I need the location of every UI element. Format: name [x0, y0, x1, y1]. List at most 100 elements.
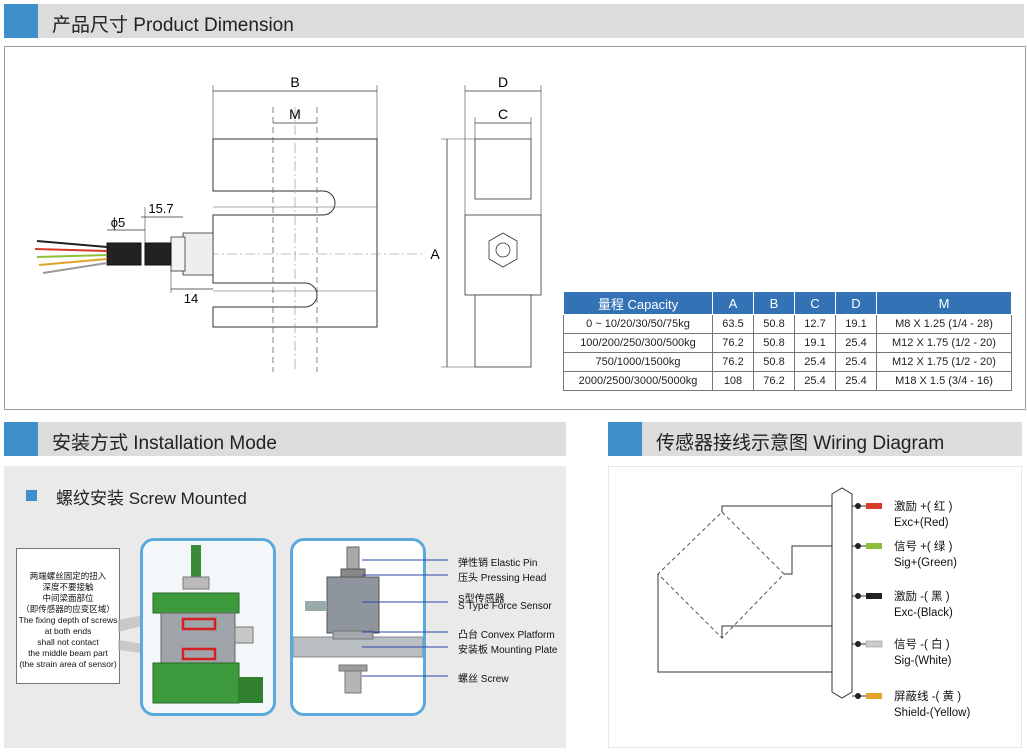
wire-en: Exc+(Red): [894, 517, 949, 529]
wiring-panel: 激励 +( 红 )Exc+(Red) 信号 +( 绿 )Sig+(Green) …: [608, 466, 1022, 748]
section-title: 产品尺寸 Product Dimension: [52, 15, 294, 36]
cell: M12 X 1.75 (1/2 - 20): [876, 333, 1012, 353]
dim-label-m: M: [289, 106, 301, 122]
screw-mounted-illustration: [143, 541, 273, 713]
installation-subtitle: 螺纹安装 Screw Mounted: [56, 489, 247, 508]
note-line: 中间梁面部位: [42, 593, 94, 603]
wire-black-icon: [866, 593, 882, 599]
cell: M18 X 1.5 (3/4 - 16): [876, 371, 1012, 391]
col-m: M: [876, 291, 1012, 315]
cell: 25.4: [835, 371, 877, 391]
spec-table-header-row: 量程 Capacity A B C D M: [563, 291, 1012, 315]
wire-cn: 屏蔽线 -( 黄 ): [894, 691, 962, 703]
terminal-icon: [855, 693, 861, 699]
cell: 25.4: [835, 352, 877, 372]
callout-convex-platform: 凸台 Convex Platform: [458, 630, 555, 641]
wiring-diagram: [608, 466, 1022, 748]
assembly-illustration: [293, 541, 423, 713]
wire-en: Exc-(Black): [894, 607, 953, 619]
cell: 12.7: [794, 314, 836, 334]
terminal-icon: [855, 503, 861, 509]
cell: 19.1: [835, 314, 877, 334]
section-header-installation: 安装方式 Installation Mode: [4, 422, 566, 456]
dimension-panel: B M 15.7 ϕ5 14 D C: [4, 46, 1026, 410]
callout-screw: 螺丝 Screw: [458, 674, 509, 685]
cell: 76.2: [712, 352, 754, 372]
screw-depth-note: 两端螺丝固定的扭入 深度不要接触 中间梁面部位 （即传感器的应变区域） The …: [16, 548, 120, 684]
cell: 25.4: [794, 371, 836, 391]
terminal-icon: [855, 593, 861, 599]
terminal-icon: [855, 641, 861, 647]
note-line: shall not contact: [37, 637, 99, 647]
wire-cn: 信号 +( 绿 ): [894, 541, 953, 553]
screw-mounted-photo: [140, 538, 276, 716]
note-line: (the strain area of sensor): [19, 659, 117, 669]
cell: 2000/2500/3000/5000kg: [563, 371, 713, 391]
section-title: 安装方式 Installation Mode: [52, 433, 277, 454]
cell: 25.4: [794, 352, 836, 372]
header-marker-icon: [4, 422, 38, 456]
cell: 19.1: [794, 333, 836, 353]
cell: 76.2: [712, 333, 754, 353]
col-capacity: 量程 Capacity: [563, 291, 713, 315]
col-d: D: [835, 291, 877, 315]
header-marker-icon: [608, 422, 642, 456]
section-header-wiring: 传感器接线示意图 Wiring Diagram: [608, 422, 1022, 456]
wire-cn: 信号 -( 白 ): [894, 639, 950, 651]
wire-white-icon: [865, 640, 883, 648]
terminal-icon: [855, 543, 861, 549]
dim-label-d: D: [498, 74, 508, 90]
col-c: C: [794, 291, 836, 315]
col-a: A: [712, 291, 754, 315]
cell: 50.8: [753, 314, 795, 334]
cell: 0 ~ 10/20/30/50/75kg: [563, 314, 713, 334]
dim-label-c: C: [498, 106, 508, 122]
note-line: （即传感器的应变区域）: [21, 604, 115, 614]
dim-label-a: A: [430, 246, 440, 262]
wire-en: Shield-(Yellow): [894, 707, 971, 719]
spec-table: 量程 Capacity A B C D M 0 ~ 10/20/30/50/75…: [563, 291, 1012, 391]
bullet-square-icon: [26, 490, 37, 501]
header-marker-icon: [4, 4, 38, 38]
dimension-drawing: B M 15.7 ϕ5 14 D C: [34, 74, 542, 372]
note-line: The fixing depth of screws: [18, 615, 118, 625]
dim-label-15-7: 15.7: [148, 201, 173, 216]
wire-label-exc-minus: 激励 -( 黑 ) Exc-(Black): [894, 589, 953, 621]
cell: 25.4: [835, 333, 877, 353]
wire-en: Sig-(White): [894, 655, 952, 667]
callout-s-type-cn: S型传感器: [458, 594, 505, 605]
wire-label-sig-minus: 信号 -( 白 ) Sig-(White): [894, 637, 952, 669]
cell: M8 X 1.25 (1/4 - 28): [876, 314, 1012, 334]
callout-s-type-en: S Type Force Sensor: [458, 601, 552, 612]
wire-cn: 激励 -( 黑 ): [894, 591, 950, 603]
note-line: 深度不要接触: [42, 582, 94, 592]
wire-cn: 激励 +( 红 ): [894, 501, 953, 513]
callout-elastic-pin: 弹性销 Elastic Pin: [458, 558, 538, 569]
cell: 750/1000/1500kg: [563, 352, 713, 372]
cell: 76.2: [753, 371, 795, 391]
wire-red-icon: [866, 503, 882, 509]
callout-pressing-head: 压头 Pressing Head: [458, 573, 547, 584]
dim-label-b: B: [290, 74, 299, 90]
wire-label-exc-plus: 激励 +( 红 ) Exc+(Red): [894, 499, 952, 531]
wire-en: Sig+(Green): [894, 557, 957, 569]
dim-label-phi5: ϕ5: [111, 215, 126, 230]
wire-label-shield: 屏蔽线 -( 黄 ) Shield-(Yellow): [894, 689, 970, 721]
callout-mounting-plate: 安装板 Mounting Plate: [458, 645, 558, 656]
cell: 63.5: [712, 314, 754, 334]
cell: 50.8: [753, 352, 795, 372]
assembly-exploded-photo: [290, 538, 426, 716]
note-line: at both ends: [44, 626, 92, 636]
wire-yellow-icon: [866, 693, 882, 699]
cell: 50.8: [753, 333, 795, 353]
wire-label-sig-plus: 信号 +( 绿 ) Sig+(Green): [894, 539, 957, 571]
note-line: the middle beam part: [28, 648, 108, 658]
wire-green-icon: [866, 543, 882, 549]
cell: 108: [712, 371, 754, 391]
section-title: 传感器接线示意图 Wiring Diagram: [656, 433, 945, 454]
col-b: B: [753, 291, 795, 315]
